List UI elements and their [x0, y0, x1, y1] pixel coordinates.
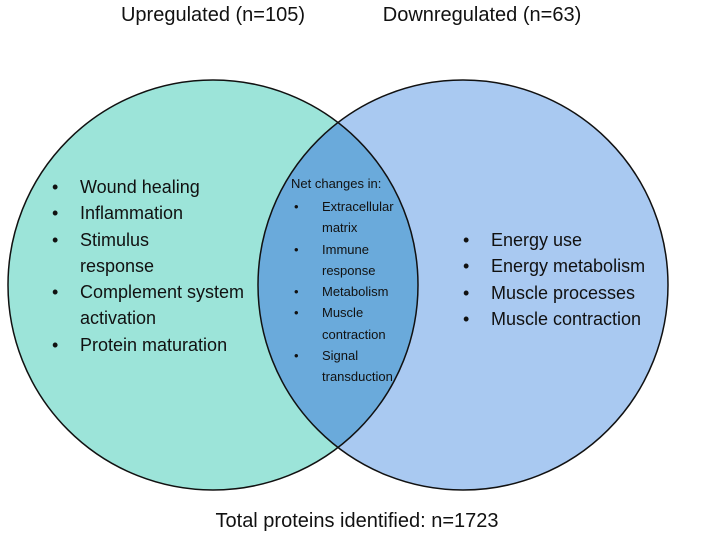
upregulated-title: Upregulated (n=105): [120, 4, 306, 26]
overlap-list: Extracellular matrix Immune response Met…: [292, 196, 422, 388]
list-item: Extracellular matrix: [292, 196, 412, 239]
downregulated-title: Downregulated (n=63): [382, 4, 582, 26]
list-item: Energy metabolism: [463, 253, 703, 280]
downregulated-list: Energy use Energy metabolism Muscle proc…: [463, 227, 703, 332]
list-item: Wound healing: [52, 174, 272, 201]
list-item: Immune response: [292, 239, 392, 282]
list-item: Stimulus response: [52, 227, 200, 280]
list-item: Protein maturation: [52, 332, 240, 359]
list-item: Metabolism: [292, 281, 422, 303]
list-item: Complement system activation: [52, 279, 300, 332]
list-item: Muscle contraction: [463, 306, 703, 333]
list-item: Energy use: [463, 227, 703, 254]
overlap-heading: Net changes in:: [291, 176, 382, 191]
upregulated-list: Wound healing Inflammation Stimulus resp…: [52, 174, 272, 358]
list-item: Muscle processes: [463, 280, 703, 307]
list-item: Signal transduction: [292, 345, 402, 388]
total-proteins-caption: Total proteins identified: n=1723: [215, 510, 499, 532]
list-item: Inflammation: [52, 200, 272, 227]
list-item: Muscle contraction: [292, 302, 402, 345]
